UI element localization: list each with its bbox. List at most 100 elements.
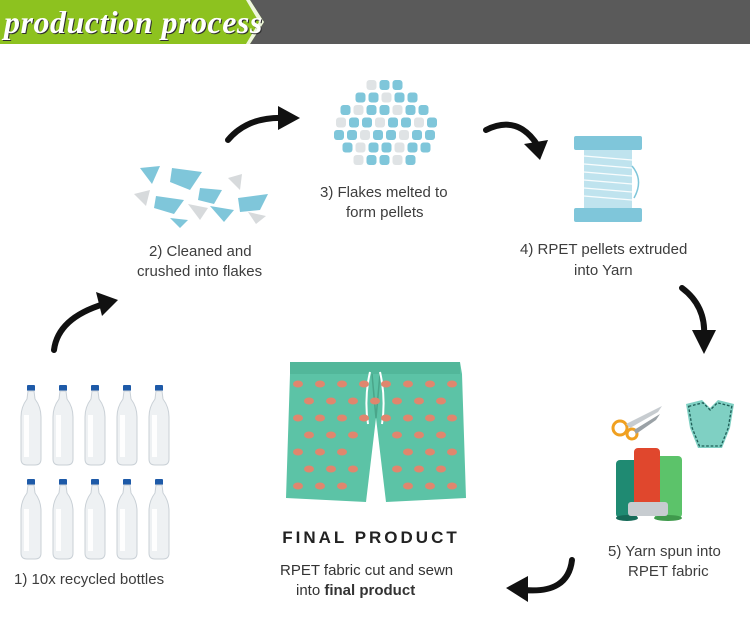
pellet	[360, 130, 370, 140]
pellet	[379, 155, 390, 165]
arrow-icon	[51, 292, 118, 353]
crab-motif	[425, 448, 435, 456]
pellet	[334, 130, 344, 140]
final-desc-line2: into final product	[250, 581, 480, 601]
pellet	[355, 142, 366, 153]
header-accent-shape	[0, 0, 264, 44]
step4-label-line2: into Yarn	[574, 262, 633, 279]
pellet	[405, 155, 416, 165]
crab-motif	[414, 465, 424, 473]
crab-motif	[447, 448, 457, 456]
step5-label-line2: RPET fabric	[628, 563, 709, 580]
fabric-rolls-illustration	[616, 448, 682, 521]
pellet	[407, 142, 418, 153]
crab-motif	[293, 482, 303, 490]
pellet	[381, 92, 392, 103]
crab-motif	[403, 380, 413, 388]
arrow-icon	[506, 557, 575, 602]
pellet	[392, 155, 403, 165]
step1-label: 1) 10x recycled bottles	[14, 571, 165, 588]
crab-motif	[348, 431, 358, 439]
crab-motif	[359, 380, 369, 388]
crab-motif	[315, 380, 325, 388]
crab-motif	[403, 448, 413, 456]
pellet	[386, 130, 396, 140]
crab-motif	[447, 414, 457, 422]
pellet	[394, 92, 405, 103]
step3-label-line1: 3) Flakes melted to	[320, 184, 448, 201]
pellet	[353, 105, 364, 115]
crab-motif	[337, 380, 347, 388]
crab-motif	[392, 465, 402, 473]
crab-motif	[447, 482, 457, 490]
crab-motif	[304, 465, 314, 473]
pellet	[412, 130, 422, 140]
pellet	[353, 155, 364, 165]
crab-motif	[293, 380, 303, 388]
step4-label-line1: 4) RPET pellets extruded	[520, 241, 688, 258]
shorts-illustration	[286, 362, 466, 502]
step2-label-line1: 2) Cleaned and	[149, 243, 252, 260]
pellet	[399, 130, 409, 140]
crab-motif	[326, 465, 336, 473]
pellet	[418, 105, 429, 115]
step5-label-line1: 5) Yarn spun into	[608, 543, 721, 560]
pellet	[366, 105, 377, 115]
pellet	[414, 117, 424, 128]
pellet	[401, 117, 411, 128]
pellet	[373, 130, 383, 140]
crab-motif	[293, 448, 303, 456]
pellet	[368, 92, 379, 103]
pellet	[375, 117, 385, 128]
crab-motif	[348, 465, 358, 473]
crab-motif	[359, 414, 369, 422]
crab-motif	[326, 397, 336, 405]
arrow-icon	[679, 285, 716, 354]
pellet	[336, 117, 346, 128]
crab-motif	[425, 414, 435, 422]
pellet	[379, 80, 390, 90]
bottles-illustration	[20, 384, 170, 560]
arrow-icon	[225, 106, 300, 143]
scissors-icon	[611, 406, 662, 441]
crab-motif	[337, 482, 347, 490]
pellet	[425, 130, 435, 140]
final-desc-bold: final product	[324, 582, 416, 599]
step3-label-line2: form pellets	[346, 204, 424, 221]
crab-motif	[436, 397, 446, 405]
crab-motif	[425, 482, 435, 490]
final-desc-line1: RPET fabric cut and sewn	[280, 562, 454, 579]
final-product-description: RPET fabric cut and sewn into final prod…	[250, 561, 480, 601]
pellet	[392, 80, 403, 90]
pellet	[349, 117, 359, 128]
pellet	[392, 105, 403, 115]
crab-motif	[293, 414, 303, 422]
pellet	[342, 142, 353, 153]
crab-motif	[436, 431, 446, 439]
page-title: production process	[4, 4, 263, 40]
final-desc-prefix: into	[296, 582, 325, 599]
pellet	[407, 92, 418, 103]
crab-motif	[381, 414, 391, 422]
crab-motif	[337, 414, 347, 422]
crab-motif	[304, 431, 314, 439]
pellet	[347, 130, 357, 140]
pellets-illustration	[334, 80, 437, 165]
crab-motif	[403, 414, 413, 422]
crab-motif	[348, 397, 358, 405]
spool-illustration	[574, 136, 642, 222]
pellet	[366, 155, 377, 165]
crab-motif	[436, 465, 446, 473]
flakes-illustration	[134, 166, 268, 228]
crab-motif	[403, 482, 413, 490]
crab-motif	[315, 414, 325, 422]
crab-motif	[392, 431, 402, 439]
pellet	[394, 142, 405, 153]
pellet	[420, 142, 431, 153]
crab-motif	[315, 482, 325, 490]
final-product-title: FINAL PRODUCT	[282, 528, 460, 547]
crab-motif	[315, 448, 325, 456]
fabric-pattern-icon	[686, 400, 734, 448]
pellet	[355, 92, 366, 103]
pellet	[427, 117, 437, 128]
